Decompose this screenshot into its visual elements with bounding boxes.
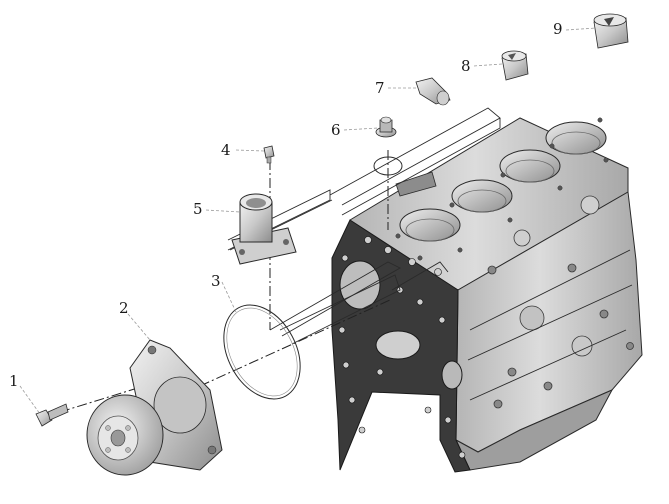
section-outlines — [227, 107, 501, 345]
cylinder-block — [331, 117, 643, 473]
part-gasket-ring — [223, 304, 301, 400]
part-fitting — [415, 77, 451, 106]
part-thermostat — [373, 116, 403, 176]
leader-lines — [19, 27, 597, 415]
part-bolt — [35, 403, 69, 427]
callout-7: 7 — [375, 79, 385, 97]
callout-2: 2 — [119, 299, 129, 317]
callout-5: 5 — [193, 200, 203, 218]
part-plug-large — [593, 13, 629, 49]
callout-4: 4 — [221, 141, 231, 159]
callout-1: 1 — [9, 372, 19, 390]
part-plug-small — [501, 50, 529, 81]
part-thermostat-housing — [231, 193, 297, 265]
callout-8: 8 — [461, 57, 471, 75]
part-water-pump — [86, 339, 223, 476]
callout-6: 6 — [331, 121, 341, 139]
callout-labels: 1 2 3 4 5 6 7 8 9 — [9, 20, 563, 390]
part-small-bolt — [263, 145, 275, 164]
callout-3: 3 — [211, 272, 221, 290]
callout-9: 9 — [553, 20, 563, 38]
